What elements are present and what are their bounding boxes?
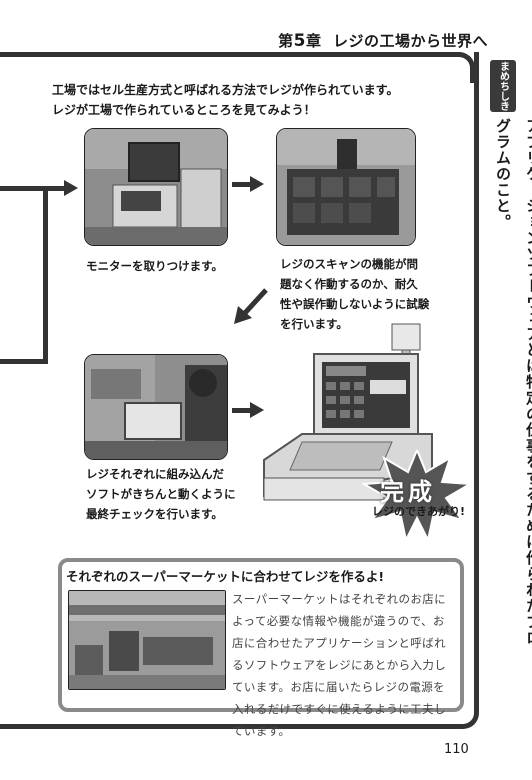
flow-bracket <box>0 186 48 364</box>
complete-burst-icon <box>362 450 472 540</box>
chapter-suffix: 章 <box>306 32 322 50</box>
flow-arrow-line <box>43 186 67 191</box>
chapter-title: 第5章 レジの工場から世界へ <box>278 30 488 51</box>
chapter-heading: レジの工場から世界へ <box>332 32 488 50</box>
arrow-down-left-icon <box>234 288 268 324</box>
step3-caption: レジそれぞれに組み込んだ ソフトがきちんと動くように 最終チェックを行います。 <box>86 464 236 524</box>
step2-caption: レジのスキャンの機能が問 題なく作動するのか、耐久 性や誤作動しないように試験 … <box>280 254 429 334</box>
photo-supermarket <box>68 590 226 690</box>
photo-scanner-test <box>276 128 416 246</box>
step2-line-4: を行います。 <box>280 317 348 331</box>
info-box-title: それぞれのスーパーマーケットに合わせてレジを作るよ! <box>66 569 385 584</box>
intro-line-1: 工場ではセル生産方式と呼ばれる方法でレジが作られています。 <box>52 83 399 97</box>
page-number: 110 <box>444 742 469 757</box>
chapter-number: 5 <box>293 31 307 51</box>
photo-final-check <box>84 354 228 460</box>
complete-sub-label: レジのできあがり! <box>372 505 466 518</box>
chapter-prefix: 第 <box>278 32 294 50</box>
arrow-right-icon <box>64 180 78 196</box>
step3-line-2: ソフトがきちんと動くように <box>86 487 236 501</box>
register-illustration <box>263 323 433 501</box>
step3-line-3: 最終チェックを行います。 <box>86 507 223 521</box>
step2-line-3: 性や誤作動しないように試験 <box>280 297 430 311</box>
arrow-right-icon <box>250 402 264 418</box>
step2-line-1: レジのスキャンの機能が問 <box>280 257 418 271</box>
info-box-body: スーパーマーケットはそれぞれのお店によって必要な情報や機能が違うので、お店に合わ… <box>232 592 447 738</box>
content-frame <box>0 52 479 729</box>
photo-monitor-attach <box>84 128 228 246</box>
arrow-3-4-line <box>232 408 250 413</box>
step2-line-2: 題なく作動するのか、耐久 <box>280 277 418 291</box>
sidebar-note: アプリケーションソフトウェアとは特定の仕事をするために作られたプログラムのこと。 <box>494 118 532 646</box>
step3-line-1: レジそれぞれに組み込んだ <box>86 467 224 481</box>
summary-badge: まめちしき <box>490 60 516 112</box>
arrow-right-icon <box>250 176 264 192</box>
intro-text: 工場ではセル生産方式と呼ばれる方法でレジが作られています。 レジが工場で作られて… <box>52 80 398 120</box>
step1-caption: モニターを取りつけます。 <box>86 259 223 273</box>
arrow-1-2-line <box>232 182 250 187</box>
intro-line-2: レジが工場で作られているところを見てみよう！ <box>52 103 316 117</box>
complete-label: 完成 <box>380 478 436 506</box>
